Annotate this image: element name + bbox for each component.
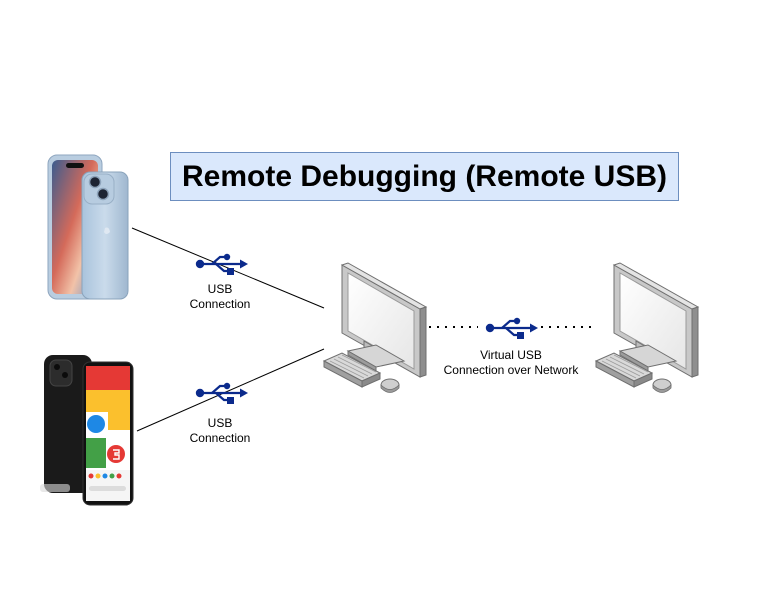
android-connection-line: [136, 348, 325, 432]
local-computer-icon: [323, 262, 427, 393]
network-usb-label-line2: Connection over Network: [443, 363, 579, 377]
iphone-usb-label-line2: Connection: [189, 297, 251, 311]
usb-icon: [194, 252, 250, 277]
remote-computer-icon: [595, 262, 699, 393]
diagram-title-box: Remote Debugging (Remote USB): [170, 152, 679, 201]
android-usb-label: USB Connection: [176, 416, 264, 446]
iphone-usb-label: USB Connection: [176, 282, 264, 312]
network-usb-label: Virtual USB Connection over Network: [430, 348, 592, 378]
iphone-usb-label-line1: USB: [207, 282, 233, 296]
android-phone-image: [40, 355, 134, 506]
android-usb-label-line2: Connection: [189, 431, 251, 445]
android-usb-label-line1: USB: [207, 416, 233, 430]
network-usb-label-line1: Virtual USB: [480, 348, 542, 362]
iphone-image: [47, 154, 129, 300]
diagram-title: Remote Debugging (Remote USB): [181, 159, 667, 193]
